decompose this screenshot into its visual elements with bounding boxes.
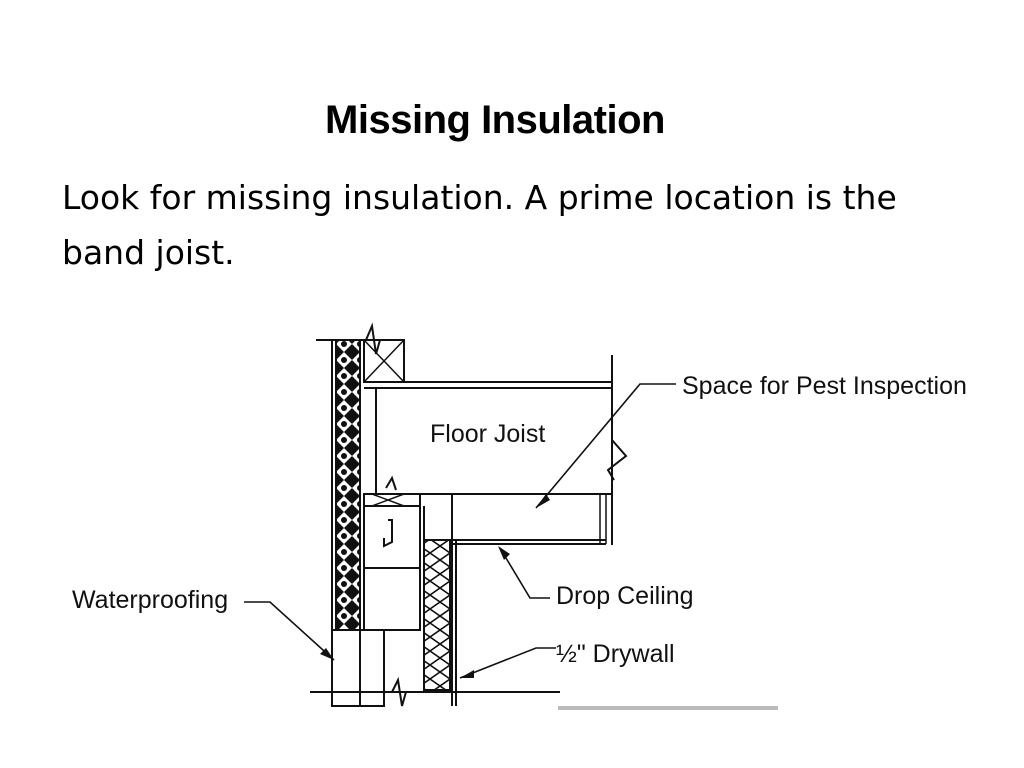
bottom-break-line [310,676,560,707]
floor-joist-member: Floor Joist [375,388,612,495]
floor-joist-label: Floor Joist [430,420,545,448]
waterproofing-label: Waterproofing [72,586,228,614]
band-joist-area [363,475,421,631]
insulation-batt [423,506,457,706]
cropped-label-fragment [558,706,778,710]
upper-framing [363,339,628,545]
leader-lines [244,383,676,679]
pest-inspection-space [451,494,607,545]
drywall-label: ½" Drywall [556,640,675,668]
drop-ceiling-label: Drop Ceiling [556,582,694,610]
slide-title: Missing Insulation [325,98,665,142]
pest-space-label: Space for Pest Inspection [682,372,967,400]
slide-body-text: Look for missing insulation. A prime loc… [62,178,897,272]
